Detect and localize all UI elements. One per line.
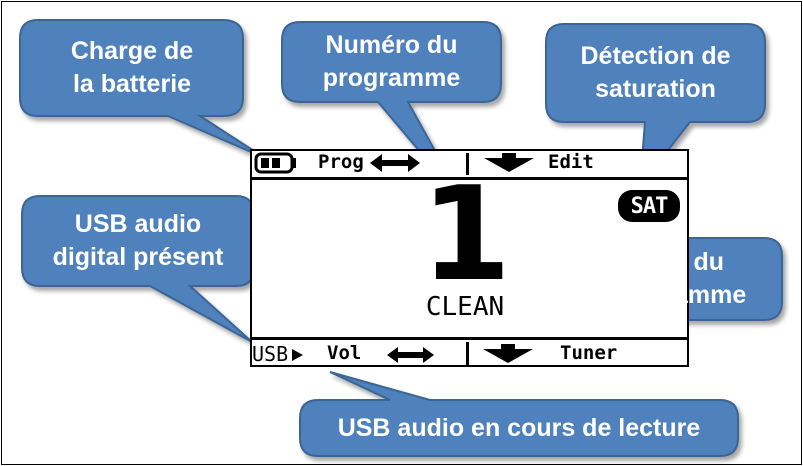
program-name-display: CLEAN — [425, 292, 505, 322]
callout-program-number-text: Numéro du programme — [322, 31, 461, 92]
left-right-arrow-icon — [370, 154, 420, 172]
bottom-bar-vol-label: Vol — [327, 342, 362, 364]
top-bar-prog-label: Prog — [318, 151, 364, 173]
callout-usb-playing-text: USB audio en cours de lecture — [337, 413, 701, 442]
play-icon — [292, 349, 303, 361]
top-bar-edit-label: Edit — [548, 151, 594, 173]
callout-battery-text: Charge de la batterie — [70, 37, 194, 98]
bottom-bar-tuner-label: Tuner — [560, 342, 618, 364]
top-bar-divider — [466, 153, 469, 175]
bottom-bar-divider — [466, 342, 469, 365]
down-arrow-icon — [484, 153, 534, 172]
lcd-screen — [250, 149, 689, 367]
saturation-badge: SAT — [618, 190, 680, 222]
bottom-bar-rule — [250, 337, 689, 340]
bottom-bar-usb-label: USB — [252, 342, 289, 366]
callout-usb-playing-bubble — [299, 371, 739, 457]
callout-saturation-text: Détection de saturation — [580, 42, 731, 103]
callout-program-name-text: Nom du programme — [608, 248, 747, 309]
battery-icon — [254, 152, 296, 174]
down-arrow-icon-tuner — [483, 344, 533, 363]
program-number-display: 1 — [420, 158, 512, 310]
top-bar-rule — [250, 177, 689, 180]
left-right-arrow-icon-vol — [387, 347, 434, 363]
callout-battery-bubble — [19, 19, 266, 159]
callout-usb-digital-text: USB audio digital présent — [52, 210, 224, 271]
